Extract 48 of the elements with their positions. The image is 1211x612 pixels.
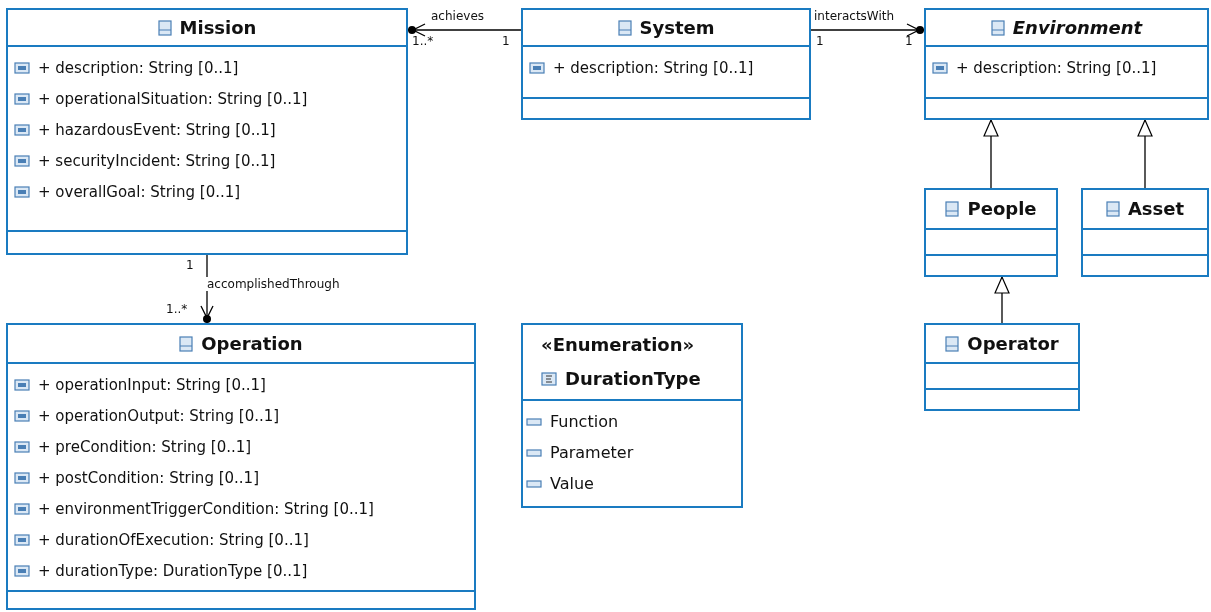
attribute-text: + securityIncident: String [0..1] <box>38 151 276 170</box>
association-arrow <box>810 23 925 37</box>
attribute-text: + durationOfExecution: String [0..1] <box>38 530 309 549</box>
class-box <box>521 8 811 120</box>
class-box <box>924 323 1080 411</box>
multiplicity-label: 1..* <box>166 302 188 316</box>
class-name: People <box>967 197 1037 221</box>
multiplicity-label: 1 <box>905 34 913 48</box>
attribute-text: + durationType: DurationType [0..1] <box>38 561 308 580</box>
class-name: DurationType <box>565 367 701 391</box>
class-name: Operation <box>201 331 303 356</box>
class-box <box>1081 188 1209 277</box>
attribute-text: + environmentTriggerCondition: String [0..1] <box>38 499 374 518</box>
enum-literal-text: Parameter <box>550 443 634 462</box>
attribute-text: + description: String [0..1] <box>956 58 1157 77</box>
attribute-text: + operationalSituation: String [0..1] <box>38 89 308 108</box>
attribute-text: + overallGoal: String [0..1] <box>38 182 241 201</box>
enumeration-box <box>521 323 743 508</box>
generalization-arrow <box>994 276 1010 324</box>
class-box <box>6 323 476 610</box>
class-name: Operator <box>967 331 1059 356</box>
multiplicity-label: 1..* <box>412 34 434 48</box>
enum-literal-text: Value <box>550 474 594 493</box>
attribute-text: + preCondition: String [0..1] <box>38 437 252 456</box>
class-name: System <box>639 15 715 40</box>
attribute-text: + postCondition: String [0..1] <box>38 468 259 487</box>
attribute-text: + operationOutput: String [0..1] <box>38 406 280 425</box>
edge-label: achieves <box>430 9 485 23</box>
class-box <box>6 8 408 255</box>
class-box <box>924 188 1058 277</box>
class-box <box>924 8 1209 120</box>
class-name: Asset <box>1127 197 1185 221</box>
edge-label: accomplishedThrough <box>206 277 341 291</box>
multiplicity-label: 1 <box>502 34 510 48</box>
attribute-text: + hazardousEvent: String [0..1] <box>38 120 276 139</box>
class-name: Environment <box>1012 15 1143 40</box>
stereotype-text: «Enumeration» <box>541 333 695 357</box>
association-arrow <box>407 23 522 37</box>
attribute-text: + operationInput: String [0..1] <box>38 375 266 394</box>
enum-literal-text: Function <box>550 412 619 431</box>
class-name: Mission <box>179 15 257 40</box>
generalization-arrow <box>983 119 999 189</box>
generalization-arrow <box>1137 119 1153 189</box>
edge-label: interactsWith <box>813 9 896 23</box>
multiplicity-label: 1 <box>186 258 194 272</box>
multiplicity-label: 1 <box>816 34 824 48</box>
attribute-text: + description: String [0..1] <box>38 58 239 77</box>
attribute-text: + description: String [0..1] <box>553 58 754 77</box>
